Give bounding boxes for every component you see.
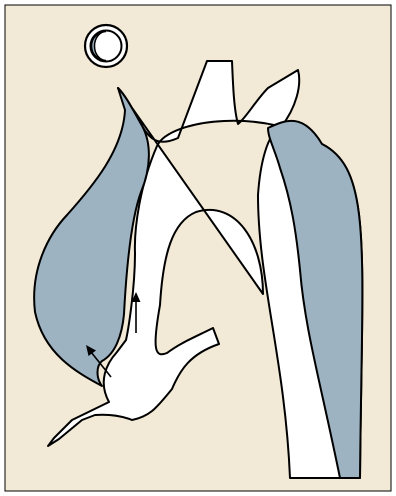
vessel-cross-section-icon bbox=[85, 25, 127, 67]
